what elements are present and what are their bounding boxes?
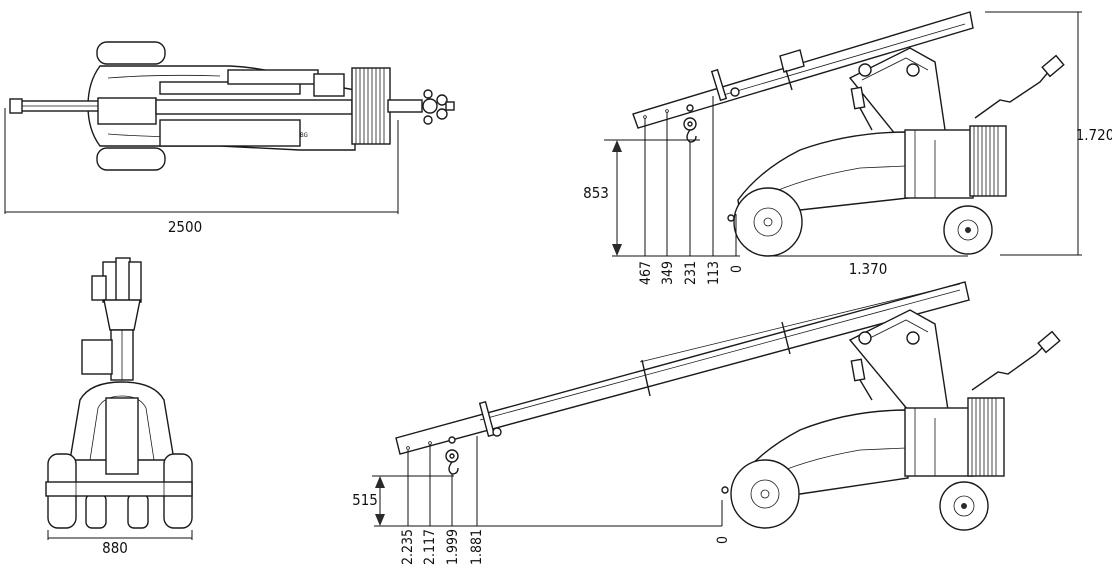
side-hook-height-label: 853 [583, 184, 609, 202]
top-view-control-box [313, 73, 345, 97]
side-boom [632, 11, 974, 129]
side-winch [969, 125, 1007, 197]
top-view: BG [4, 41, 455, 214]
side-frame [904, 129, 974, 199]
extended-mark-label: 2.117 [422, 529, 438, 565]
extended-winch [967, 397, 1005, 477]
extended-mark-label: 1.881 [469, 529, 485, 565]
top-view-wheel [96, 41, 166, 65]
extended-mast [848, 309, 949, 411]
side-hook [683, 104, 697, 143]
extended-hook-height-label: 515 [352, 491, 378, 509]
side-height-label: 1.720 [1076, 126, 1112, 144]
side-view-retracted [604, 11, 1082, 257]
side-mark-label: 113 [706, 261, 722, 285]
extended-handle-grip [1037, 330, 1061, 354]
top-view-mast [97, 97, 157, 125]
side-mark-label: 349 [660, 261, 676, 285]
front-view [45, 257, 193, 540]
svg-text:BG: BG [300, 132, 308, 139]
top-view-boom-tip [9, 98, 23, 114]
side-front-wheel [943, 205, 993, 255]
side-view-extended [372, 281, 1061, 531]
extended-mark-label: 0 [715, 536, 731, 544]
extended-boom [395, 281, 970, 455]
side-mark-label: 0 [729, 265, 745, 273]
extended-hook [445, 436, 459, 475]
front-view-axle [45, 481, 193, 497]
side-mark-label: 467 [638, 261, 654, 285]
extended-mark-label: 2.235 [400, 529, 416, 565]
front-view-width-label: 880 [102, 539, 128, 557]
extended-rear-wheel [730, 459, 800, 529]
side-wheelbase-label: 1.370 [849, 260, 888, 278]
top-view-wheel [96, 147, 166, 171]
side-handle-grip [1041, 54, 1065, 78]
extended-front-wheel [939, 481, 989, 531]
top-view-length-label: 2500 [168, 218, 202, 236]
side-mark-label: 231 [683, 261, 699, 285]
extended-mark-label: 1.999 [445, 529, 461, 565]
side-rear-wheel [733, 187, 803, 257]
